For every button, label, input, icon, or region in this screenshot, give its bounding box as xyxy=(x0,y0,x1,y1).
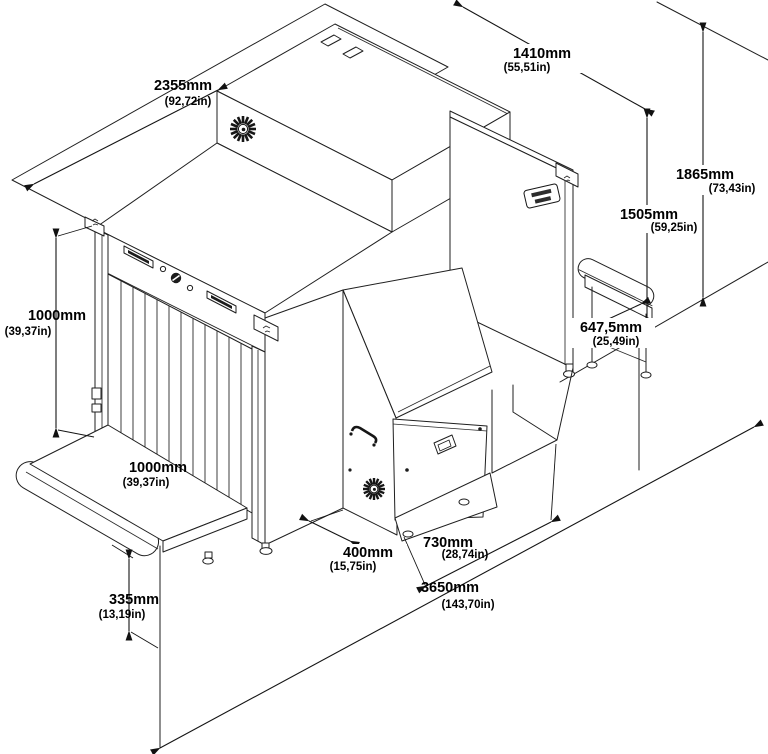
ridge-clip xyxy=(320,34,342,47)
svg-text:2355mm: 2355mm xyxy=(154,78,212,94)
svg-text:(92,72in): (92,72in) xyxy=(165,96,212,108)
leveling-foot xyxy=(202,557,214,565)
right-corner-post xyxy=(251,345,266,546)
service-bracket xyxy=(91,403,102,413)
dimension-label-1410: 1410mm (55,51in) xyxy=(504,44,582,74)
dim-1000-tunnel xyxy=(52,225,95,438)
svg-text:(39,37in): (39,37in) xyxy=(5,326,52,338)
fan-vent-icon xyxy=(363,478,385,500)
leveling-foot xyxy=(586,361,598,369)
brand-plate xyxy=(523,183,561,209)
left-corner-post xyxy=(94,227,109,453)
dimension-label-335: 335mm (13,19in) xyxy=(99,592,159,621)
svg-text:(73,43in): (73,43in) xyxy=(709,183,756,195)
leveling-foot xyxy=(402,530,414,538)
svg-text:(28,74in): (28,74in) xyxy=(442,549,489,561)
right-corner-cap xyxy=(253,314,279,342)
dimension-label-3650: 3650mm (143,70in) xyxy=(421,580,495,611)
dimension-label-1000-tunnel: 1000mm (39,37in) xyxy=(5,308,86,338)
dim-line-3650 xyxy=(150,419,764,754)
svg-text:(143,70in): (143,70in) xyxy=(441,599,494,611)
dimension-label-1000-belt: 1000mm (39,37in) xyxy=(123,460,187,489)
ridge-clip xyxy=(342,46,364,59)
fan-vent-icon xyxy=(230,116,256,142)
dimension-label-2355: 2355mm (92,72in) xyxy=(154,78,212,108)
svg-text:1865mm: 1865mm xyxy=(676,167,734,183)
svg-text:(25,49in): (25,49in) xyxy=(593,336,640,348)
svg-text:1410mm: 1410mm xyxy=(513,46,571,62)
left-corner-cap xyxy=(84,216,105,237)
corner-cap xyxy=(555,162,579,188)
svg-text:730mm: 730mm xyxy=(423,535,473,551)
svg-text:(15,75in): (15,75in) xyxy=(330,561,377,573)
svg-text:(13,19in): (13,19in) xyxy=(99,609,146,621)
svg-text:400mm: 400mm xyxy=(343,545,393,561)
key-switch xyxy=(170,272,182,284)
svg-text:335mm: 335mm xyxy=(109,592,159,608)
svg-text:3650mm: 3650mm xyxy=(421,580,479,596)
leveling-foot xyxy=(458,498,470,506)
dim-line-2355 xyxy=(24,82,228,192)
dimension-labels: 2355mm (92,72in) 1410mm (55,51in) 1865mm… xyxy=(5,44,755,621)
leveling-foot xyxy=(563,370,575,378)
plane-right-top-edge xyxy=(656,1,768,61)
svg-text:(39,37in): (39,37in) xyxy=(123,477,170,489)
machine-drawing xyxy=(15,23,655,565)
dimension-lines xyxy=(24,0,764,754)
leveling-foot xyxy=(259,547,273,555)
console-unit xyxy=(342,267,498,553)
panel-button xyxy=(186,284,194,292)
svg-text:1000mm: 1000mm xyxy=(129,460,187,476)
dimension-label-400: 400mm (15,75in) xyxy=(330,544,407,573)
dimension-label-730: 730mm (28,74in) xyxy=(423,535,488,561)
svg-text:647,5mm: 647,5mm xyxy=(580,320,642,336)
dimension-label-1505: 1505mm (59,25in) xyxy=(612,205,697,234)
leveling-foot xyxy=(640,371,652,379)
svg-text:1000mm: 1000mm xyxy=(28,308,86,324)
exit-end-body xyxy=(449,110,579,474)
exit-conveyor xyxy=(577,258,655,379)
dimension-label-1865: 1865mm (73,43in) xyxy=(668,165,755,195)
svg-text:(55,51in): (55,51in) xyxy=(504,62,551,74)
panel-button xyxy=(159,265,167,273)
dimension-label-647-5: 647,5mm (25,49in) xyxy=(571,318,655,348)
service-bracket xyxy=(91,387,102,400)
svg-text:1505mm: 1505mm xyxy=(620,207,678,223)
foot-stem xyxy=(565,363,574,372)
svg-text:(59,25in): (59,25in) xyxy=(651,222,698,234)
